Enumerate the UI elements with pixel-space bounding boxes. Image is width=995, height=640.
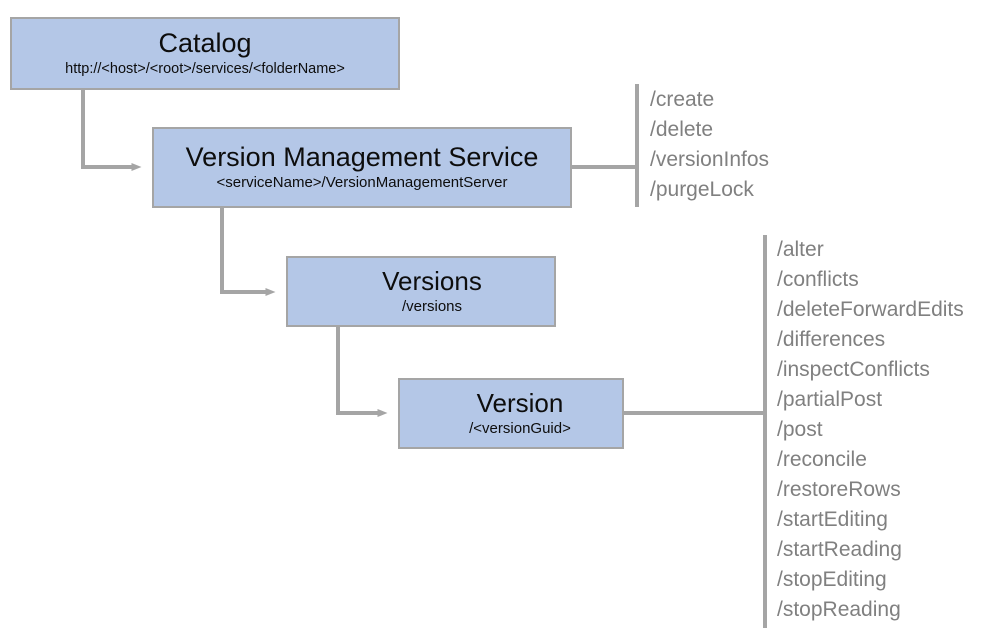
- node-version[interactable]: Version /<versionGuid>: [398, 378, 624, 449]
- endpoint-item[interactable]: /partialPost: [777, 388, 883, 411]
- node-catalog[interactable]: Catalog http://<host>/<root>/services/<f…: [10, 17, 400, 90]
- connector-versions-to-version: [336, 327, 388, 417]
- node-version-subtitle: /<versionGuid>: [469, 419, 571, 437]
- endpoint-item[interactable]: /differences: [777, 328, 886, 351]
- endpoint-item[interactable]: /purgeLock: [650, 178, 754, 201]
- endpoint-item[interactable]: /deleteForwardEdits: [777, 298, 964, 321]
- endpoint-item[interactable]: /inspectConflicts: [777, 358, 930, 381]
- endpoint-list-version-operations: /alter /conflicts /deleteForwardEdits /d…: [777, 235, 964, 625]
- endpoint-item[interactable]: /startReading: [777, 538, 902, 561]
- endpoint-item[interactable]: /delete: [650, 118, 714, 141]
- node-catalog-subtitle: http://<host>/<root>/services/<folderNam…: [65, 60, 345, 77]
- endpoint-item[interactable]: /stopReading: [777, 598, 901, 621]
- endpoint-item[interactable]: /startEditing: [777, 508, 888, 531]
- node-version-management-service-subtitle: <serviceName>/VersionManagementServer: [216, 174, 508, 192]
- endpoint-item[interactable]: /conflicts: [777, 268, 859, 291]
- connector-service-to-versions: [220, 208, 276, 296]
- endpoint-list-service-operations: /create /delete /versionInfos /purgeLock: [650, 85, 769, 205]
- endpoint-item[interactable]: /reconcile: [777, 448, 867, 471]
- endpoint-item[interactable]: /alter: [777, 238, 824, 261]
- node-version-title: Version: [476, 387, 564, 418]
- node-versions-subtitle: /versions: [401, 297, 463, 315]
- endpoint-item[interactable]: /post: [777, 418, 823, 441]
- node-catalog-title: Catalog: [158, 28, 252, 59]
- endpoint-item[interactable]: /versionInfos: [650, 148, 770, 171]
- node-versions-title: Versions: [382, 265, 482, 296]
- endpoint-item[interactable]: /stopEditing: [777, 568, 887, 591]
- node-versions[interactable]: Versions /versions: [286, 256, 556, 327]
- connector-catalog-to-service: [81, 90, 142, 171]
- node-version-management-service-title: Version Management Service: [185, 142, 539, 173]
- endpoint-item[interactable]: /create: [650, 88, 715, 111]
- node-version-management-service[interactable]: Version Management Service <serviceName>…: [152, 127, 572, 208]
- endpoint-item[interactable]: /restoreRows: [777, 478, 901, 501]
